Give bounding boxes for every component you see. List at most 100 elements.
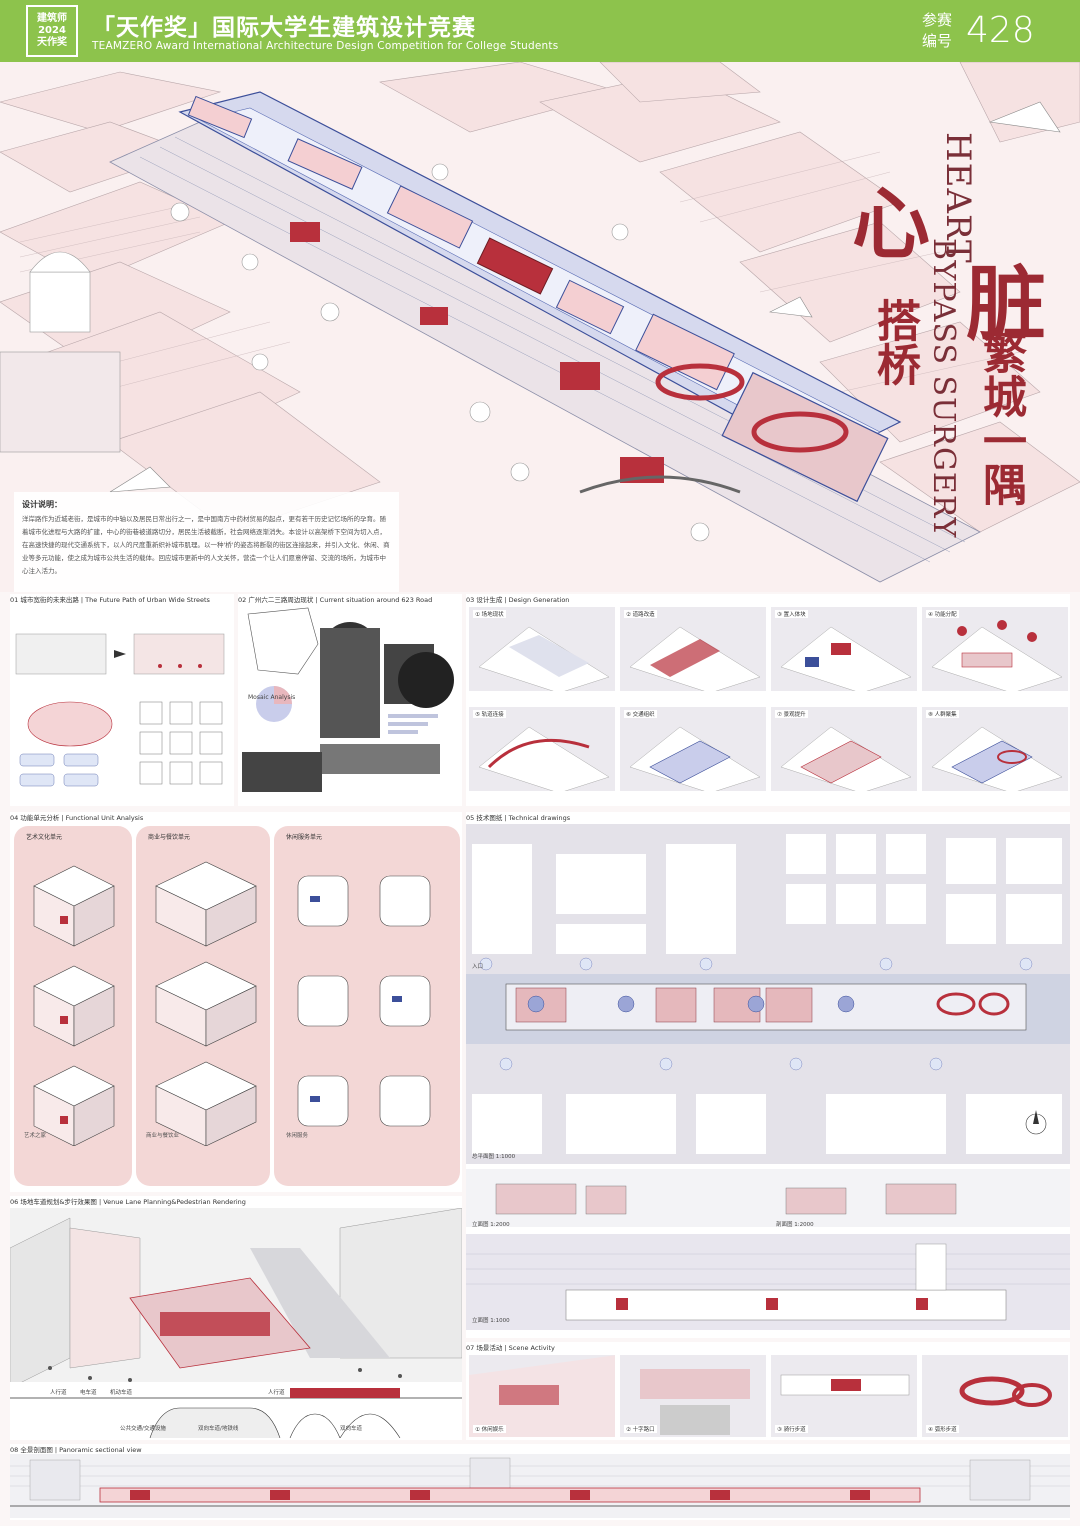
step-label: ② 道路改造: [624, 610, 657, 618]
entry-label: 入口: [472, 964, 484, 970]
design-description-body: 洋岸路作为近城老街，是城市的中轴以及居民日常出行之一，是中国南方中药材贸易的起点…: [22, 515, 390, 575]
generation-step: ⑥ 交通组织: [619, 706, 767, 792]
scene-drawing: [780, 1374, 910, 1396]
competition-logo: 建筑师 2024 天作奖: [26, 5, 78, 57]
scene-cell: ① 休闲娱乐: [468, 1354, 616, 1438]
section-heading: 06 场地车道规划&步行效果图 | Venue Lane Planning&Pe…: [10, 1198, 246, 1206]
generation-step: ⑤ 轨道连接: [468, 706, 616, 792]
scene-drawing: [959, 1376, 1052, 1407]
generation-step: ⑧ 人群聚集: [921, 706, 1069, 792]
map-legend: Mosaic Analysis: [248, 694, 296, 701]
step-label: ⑥ 交通组织: [624, 710, 657, 718]
section-heading: 03 设计生成 | Design Generation: [466, 596, 570, 604]
step-drawing: [629, 626, 761, 691]
section-heading: 02 广州六二三路周边现状 | Current situation around…: [238, 596, 433, 604]
generation-step: ② 道路改造: [619, 606, 767, 692]
design-description: 设计说明： 洋岸路作为近城老街，是城市的中轴以及居民日常出行之一，是中国南方中药…: [14, 492, 399, 592]
generation-step: ⑦ 景观提升: [770, 706, 918, 792]
step-label: ① 场地现状: [473, 610, 506, 618]
title-en-heart: HEART: [938, 132, 978, 264]
lane-label: 机动车道: [110, 1390, 133, 1396]
lane-section-label: 双向车道/地铁线: [198, 1426, 239, 1432]
lane-section-label: 公共交通/交通设施: [120, 1426, 166, 1432]
panoramic-section: [10, 1454, 1070, 1518]
section-heading: 08 全景剖面图 | Panoramic sectional view: [10, 1446, 142, 1454]
logo-line: 2024: [38, 25, 66, 36]
panel-06: 06 场地车道规划&步行效果图 | Venue Lane Planning&Pe…: [10, 1196, 462, 1440]
hero-axonometric: 心 脏 繁城一隅 搭桥 HEART BYPASS SURGERY 设计说明： 洋…: [0, 62, 1080, 592]
plan-scale-label: 总平面图 1:1000: [472, 1154, 516, 1160]
generation-step: ① 场地现状: [468, 606, 616, 692]
title-char-xin: 心: [852, 179, 931, 270]
elevation-label: 立面图 1:2000: [472, 1222, 510, 1228]
panel-02: 02 广州六二三路周边现状 | Current situation around…: [238, 594, 462, 806]
scene-cell: ③ 骑行步道: [770, 1354, 918, 1438]
step-label: ⑤ 轨道连接: [473, 710, 506, 718]
title-daqiao: 搭桥: [869, 298, 920, 386]
step-drawing: [931, 726, 1063, 791]
title-en-bypass: BYPASS SURGERY: [926, 238, 961, 539]
panel-04: 04 功能单元分析 | Functional Unit Analysis 艺术文…: [10, 812, 462, 1192]
dome-building: [0, 251, 121, 453]
unit-isometrics: [155, 861, 257, 1146]
competition-subtitle: TEAMZERO Award International Architectur…: [92, 40, 559, 52]
unit-note: 商业与餐饮业: [146, 1133, 180, 1139]
logo-line: 天作奖: [37, 37, 67, 48]
unit-isometrics: [297, 875, 431, 1127]
design-description-heading: 设计说明：: [22, 500, 62, 509]
step-label: ④ 功能分配: [926, 610, 959, 618]
unit-card: 休闲服务单元 休闲服务: [274, 826, 460, 1186]
elevation-scale-label: 立面图 1:1000: [472, 1318, 510, 1324]
step-drawing: [478, 626, 610, 691]
scene-label: ④ 弧形步道: [926, 1425, 959, 1433]
step-drawing: [629, 726, 761, 791]
panel-03: 03 设计生成 | Design Generation ① 场地现状 ② 道路改…: [466, 594, 1070, 806]
lane-label: 人行道: [268, 1390, 285, 1396]
step-label: ⑦ 景观提升: [775, 710, 808, 718]
scene-drawing: [469, 1355, 615, 1437]
scene-label: ② 十字路口: [624, 1425, 657, 1433]
unit-note: 休闲服务: [286, 1133, 309, 1139]
scene-drawing: [640, 1369, 750, 1435]
section-heading: 05 技术图纸 | Technical drawings: [466, 814, 571, 822]
scene-cell: ④ 弧形步道: [921, 1354, 1069, 1438]
section-heading: 04 功能单元分析 | Functional Unit Analysis: [10, 814, 144, 822]
step-drawing: [931, 620, 1063, 691]
header-bar: 建筑师 2024 天作奖 「天作奖」国际大学生建筑设计竞赛 TEAMZERO A…: [0, 0, 1080, 62]
generation-step: ③ 置入体块: [770, 606, 918, 692]
panel-05: 05 技术图纸 | Technical drawings: [466, 812, 1070, 1338]
unit-card: 商业与餐饮单元 商业与餐饮业: [136, 826, 270, 1186]
entry-number: 428: [966, 10, 1035, 51]
bridge-structure: [178, 91, 902, 503]
step-drawing: [780, 726, 912, 791]
entry-label: 参赛编号: [922, 11, 953, 50]
section-label: 剖面图 1:2000: [776, 1222, 814, 1228]
section-heading: 01 城市宽街的未来出路 | The Future Path of Urban …: [10, 596, 210, 604]
scene-cell: ② 十字路口: [619, 1354, 767, 1438]
site-analysis-diagram: [242, 607, 454, 792]
unit-card-title: 艺术文化单元: [26, 834, 63, 841]
competition-title: 「天作奖」国际大学生建筑设计竞赛: [92, 15, 476, 41]
unit-card: 艺术文化单元 艺术之家: [14, 826, 132, 1186]
lane-section-label: 双向车道: [340, 1426, 363, 1432]
lane-label: 人行道: [50, 1390, 67, 1396]
section-heading: 07 场景活动 | Scene Activity: [466, 1344, 555, 1352]
unit-isometrics: [33, 865, 115, 1146]
step-label: ③ 置入体块: [775, 610, 808, 618]
pedestrian-rendering: [10, 1208, 462, 1438]
panel-07: 07 场景活动 | Scene Activity ① 休闲娱乐 ② 十字路口 ③…: [466, 1342, 1070, 1440]
panel-01: 01 城市宽街的未来出路 | The Future Path of Urban …: [10, 594, 234, 806]
scene-label: ① 休闲娱乐: [473, 1425, 506, 1433]
site-plan-drawing: [466, 824, 1070, 1330]
unit-card-title: 商业与餐饮单元: [148, 834, 191, 841]
scene-label: ③ 骑行步道: [775, 1425, 808, 1433]
title-char-zang: 脏: [966, 257, 1046, 351]
street-analysis-diagram: [15, 633, 225, 787]
step-drawing: [780, 626, 912, 691]
step-drawing: [478, 726, 610, 791]
unit-note: 艺术之家: [24, 1133, 47, 1139]
logo-line: 建筑师: [37, 13, 67, 24]
title-fancheng: 繁城一隅: [975, 330, 1026, 506]
step-label: ⑧ 人群聚集: [926, 710, 959, 718]
